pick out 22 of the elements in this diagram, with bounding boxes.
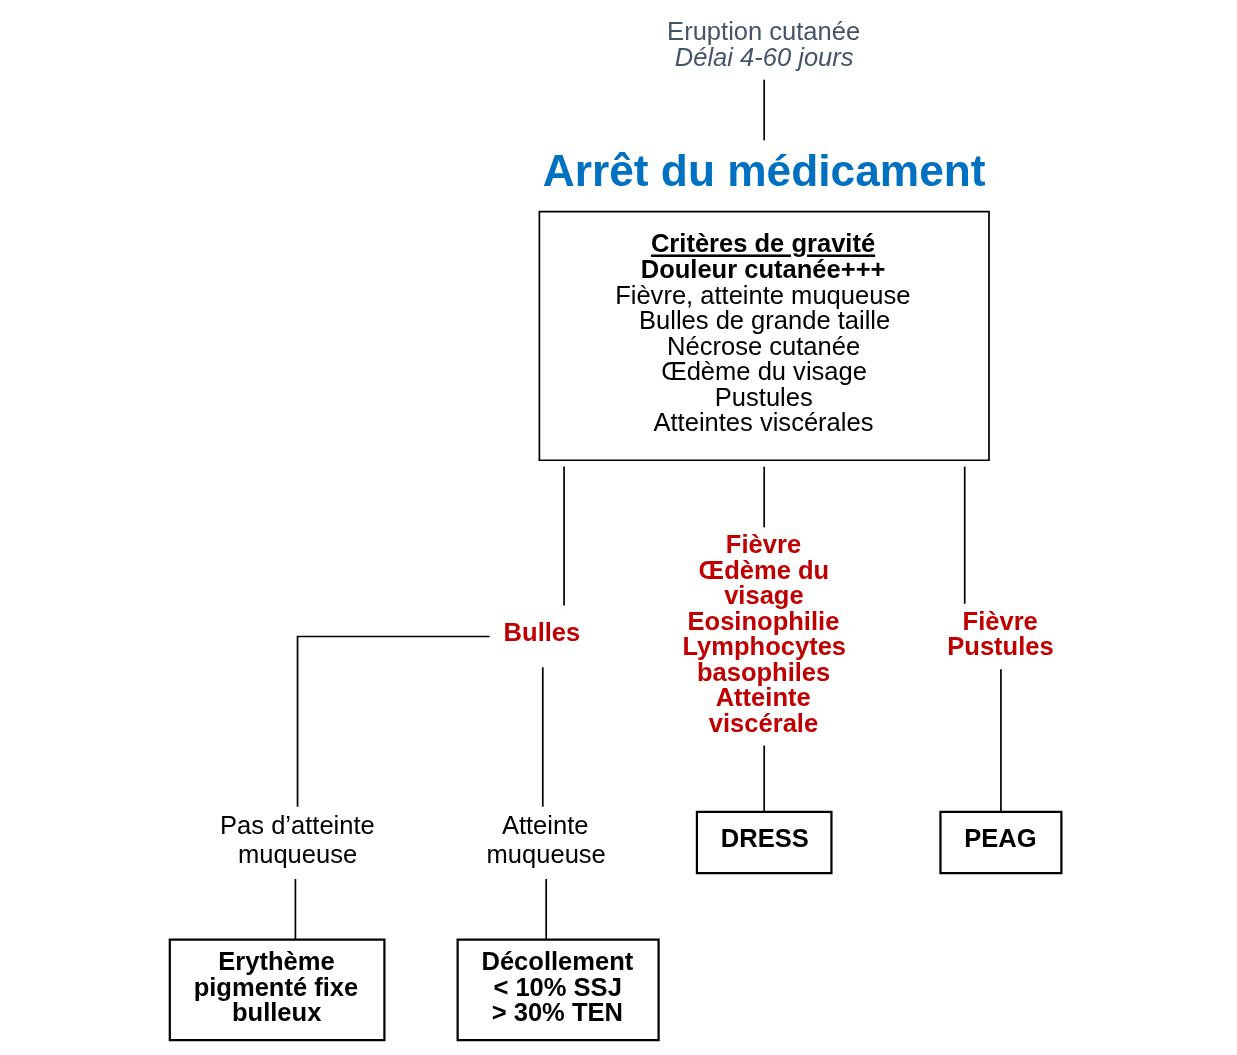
node-text: Fièvre Œdème du visage Eosinophilie Lymphocytes basophiles Atteinte viscérale [681,530,846,737]
node-box: Critères de gravité Douleur cutanée+++ Fièvre, atteinte muqueuse Bulles de grande taille Nécrose cutanée Œdème du visage Pustules Atteintes viscérales [538,210,990,462]
node-text: Atteinte muqueuse [486,811,606,869]
node-text: Eruption cutanée Délai 4-60 jours [666,17,860,71]
connector [294,878,296,941]
connector [562,465,565,607]
node-text: Bulles [503,617,580,646]
node-box: Erythème pigmenté fixe bulleux [168,938,385,1042]
connector [762,78,765,142]
connector [999,668,1002,813]
connector [544,878,547,941]
connector [963,465,966,605]
node-text: Fièvre Pustules [946,606,1054,661]
connector [762,744,765,813]
node-text: Pas d’atteinte muqueuse [219,811,375,869]
connector [296,635,490,808]
connector [541,666,544,808]
node-box: DRESS [695,810,833,875]
node-box: PEAG [938,810,1062,875]
node-box: Décollement < 10% SSJ > 30% TEN [456,938,660,1042]
node-label: Arrêt du médicament [542,145,986,195]
connector [762,465,765,529]
